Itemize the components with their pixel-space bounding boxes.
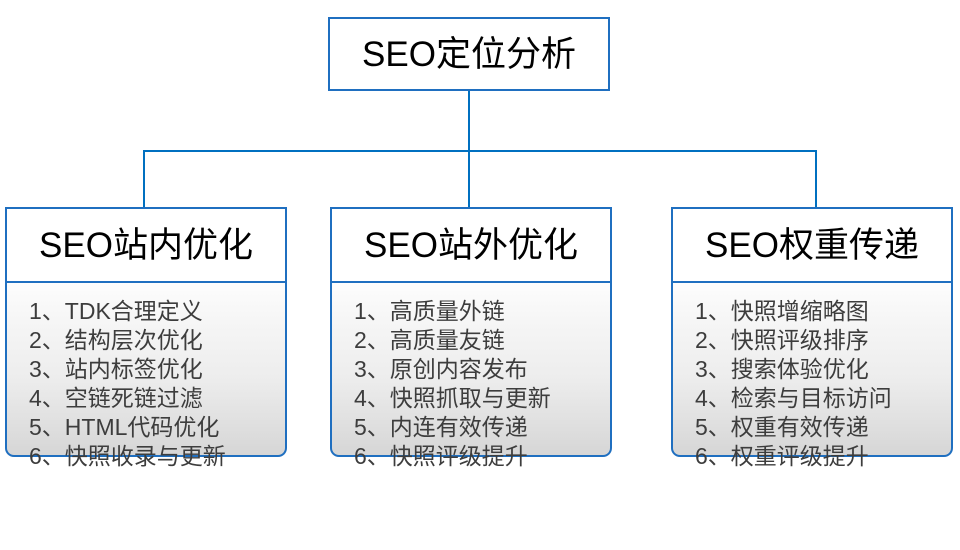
list-item: 2、高质量友链 bbox=[354, 327, 505, 353]
branch-3-title: SEO权重传递 bbox=[705, 225, 919, 265]
list-item: 4、空链死链过滤 bbox=[29, 385, 203, 411]
list-item: 3、搜索体验优化 bbox=[695, 356, 869, 382]
branch-weight-transfer: SEO权重传递 1、快照增缩略图 2、快照评级排序 3、搜索体验优化 4、检索与… bbox=[671, 207, 953, 469]
list-item: 6、权重评级提升 bbox=[695, 443, 869, 469]
list-item: 2、快照评级排序 bbox=[695, 327, 869, 353]
branch-2-body: 1、高质量外链 2、高质量友链 3、原创内容发布 4、快照抓取与更新 5、内连有… bbox=[330, 283, 612, 469]
list-item: 6、快照收录与更新 bbox=[29, 443, 226, 469]
branch-1-header[interactable]: SEO站内优化 bbox=[5, 207, 287, 283]
root-node-seo-positioning-analysis[interactable]: SEO定位分析 bbox=[328, 17, 610, 91]
branch-1-title: SEO站内优化 bbox=[39, 225, 253, 265]
branch-offsite-optimization: SEO站外优化 1、高质量外链 2、高质量友链 3、原创内容发布 4、快照抓取与… bbox=[330, 207, 612, 469]
branch-3-header[interactable]: SEO权重传递 bbox=[671, 207, 953, 283]
list-item: 4、检索与目标访问 bbox=[695, 385, 892, 411]
list-item: 3、站内标签优化 bbox=[29, 356, 203, 382]
connector-horizontal-bus bbox=[143, 150, 817, 152]
branch-2-list: 1、高质量外链 2、高质量友链 3、原创内容发布 4、快照抓取与更新 5、内连有… bbox=[354, 297, 610, 471]
branch-2-header[interactable]: SEO站外优化 bbox=[330, 207, 612, 283]
branch-3-body: 1、快照增缩略图 2、快照评级排序 3、搜索体验优化 4、检索与目标访问 5、权… bbox=[671, 283, 953, 469]
list-item: 5、权重有效传递 bbox=[695, 414, 869, 440]
branch-3-list: 1、快照增缩略图 2、快照评级排序 3、搜索体验优化 4、检索与目标访问 5、权… bbox=[695, 297, 951, 471]
branch-1-list: 1、TDK合理定义 2、结构层次优化 3、站内标签优化 4、空链死链过滤 5、H… bbox=[29, 297, 285, 471]
list-item: 2、结构层次优化 bbox=[29, 327, 203, 353]
connector-root-vertical bbox=[468, 91, 470, 152]
list-item: 1、快照增缩略图 bbox=[695, 298, 869, 324]
connector-branch-3-vertical bbox=[815, 150, 817, 207]
list-item: 4、快照抓取与更新 bbox=[354, 385, 551, 411]
list-item: 5、内连有效传递 bbox=[354, 414, 528, 440]
list-item: 3、原创内容发布 bbox=[354, 356, 528, 382]
root-node-label: SEO定位分析 bbox=[362, 34, 576, 74]
list-item: 1、高质量外链 bbox=[354, 298, 505, 324]
list-item: 1、TDK合理定义 bbox=[29, 298, 203, 324]
list-item: 5、HTML代码优化 bbox=[29, 414, 220, 440]
branch-2-title: SEO站外优化 bbox=[364, 225, 578, 265]
connector-branch-1-vertical bbox=[143, 150, 145, 207]
connector-branch-2-vertical bbox=[468, 150, 470, 207]
list-item: 6、快照评级提升 bbox=[354, 443, 528, 469]
branch-onsite-optimization: SEO站内优化 1、TDK合理定义 2、结构层次优化 3、站内标签优化 4、空链… bbox=[5, 207, 287, 469]
branch-1-body: 1、TDK合理定义 2、结构层次优化 3、站内标签优化 4、空链死链过滤 5、H… bbox=[5, 283, 287, 469]
